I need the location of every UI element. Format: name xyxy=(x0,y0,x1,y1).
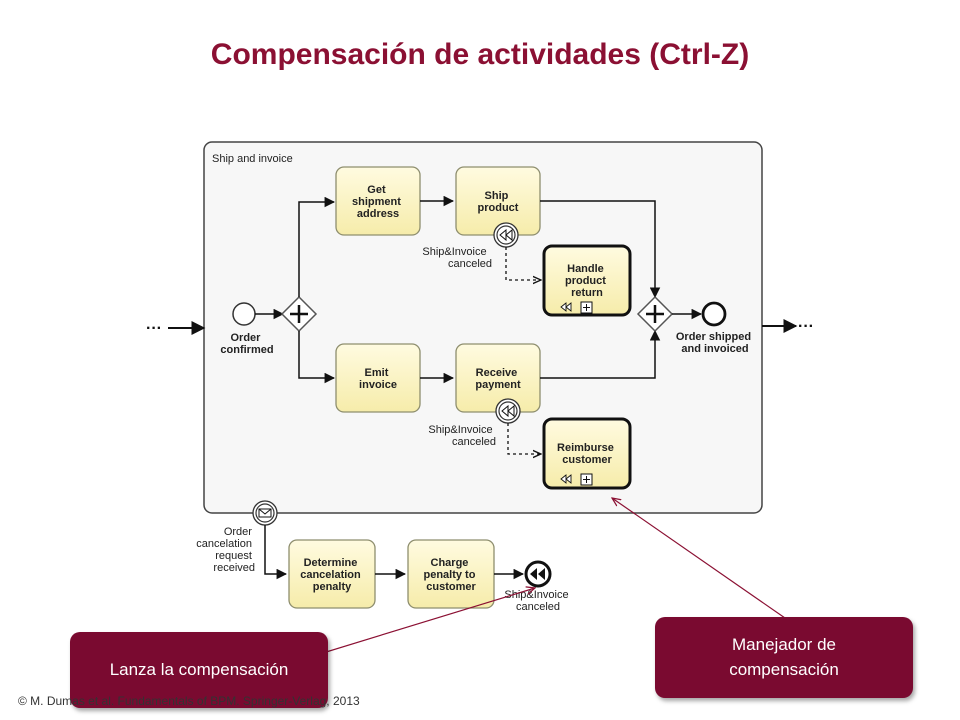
message-boundary-label: Order cancelation request received xyxy=(196,526,255,574)
message-boundary-icon xyxy=(252,500,278,526)
ellipsis-left: ··· xyxy=(146,320,162,337)
callout-handler-line1: Manejador de xyxy=(732,634,836,654)
end-event-label: Order shipped and invoiced xyxy=(676,331,754,355)
start-event xyxy=(232,302,256,326)
boundary-ship-label: Ship&Invoice canceled xyxy=(422,246,492,270)
compensation-boundary-icon-payment xyxy=(495,398,521,424)
task-determine-cancelation-penalty-label: Determine cancelation penalty xyxy=(300,557,364,593)
flow-receive-to-join xyxy=(540,329,661,379)
task-receive-payment-label: Receive payment xyxy=(475,367,521,391)
compensation-end-event-icon xyxy=(524,560,552,588)
parallel-gateway-join xyxy=(636,295,674,333)
subprocess-marker-icon xyxy=(580,473,593,486)
compensation-marker-icon xyxy=(560,302,572,312)
slide-title: Compensación de actividades (Ctrl-Z) xyxy=(210,38,750,71)
association-payment-reimburse xyxy=(507,423,541,454)
callout-lanza-compensacion: Lanza la compensación xyxy=(70,632,328,708)
task-charge-penalty-label: Charge penalty to customer xyxy=(423,557,478,593)
compensation-boundary-icon-ship xyxy=(493,222,519,248)
association-ship-handle xyxy=(505,247,541,280)
task-emit-invoice-label: Emit invoice xyxy=(359,367,397,391)
task-handle-product-return[interactable] xyxy=(542,244,632,317)
end-event xyxy=(701,301,727,327)
callout-handler-line2: compensación xyxy=(729,659,839,679)
task-reimburse-customer[interactable] xyxy=(542,417,632,490)
flow-ship-to-join xyxy=(540,200,661,299)
compensation-marker-icon xyxy=(560,474,572,484)
start-event-label: Order confirmed xyxy=(220,332,273,356)
ellipsis-right: ··· xyxy=(798,318,814,335)
flow-message-to-determine xyxy=(264,525,288,580)
callout-throw-text: Lanza la compensación xyxy=(109,659,289,679)
pointer-handler xyxy=(612,498,786,619)
task-handle-product-return-label: Handle product return xyxy=(565,263,609,299)
task-get-shipment-address-label: Get shipment address xyxy=(352,184,404,220)
task-ship-product-label: Ship product xyxy=(478,190,519,214)
compensation-end-label: Ship&Invoice canceled xyxy=(504,589,571,613)
subprocess-label: Ship and invoice xyxy=(212,153,293,165)
pointer-throw xyxy=(299,588,535,661)
boundary-payment-label: Ship&Invoice canceled xyxy=(428,424,496,448)
flow-split-bottom xyxy=(298,331,336,384)
callout-manejador-compensacion: Manejador de compensación xyxy=(655,617,913,698)
copyright-note: © M. Dumas et al. Fundamentals of BPM. S… xyxy=(18,694,360,708)
subprocess-marker-icon xyxy=(580,301,593,314)
flow-split-top xyxy=(298,196,336,297)
task-reimburse-customer-label: Reimburse customer xyxy=(557,442,617,466)
